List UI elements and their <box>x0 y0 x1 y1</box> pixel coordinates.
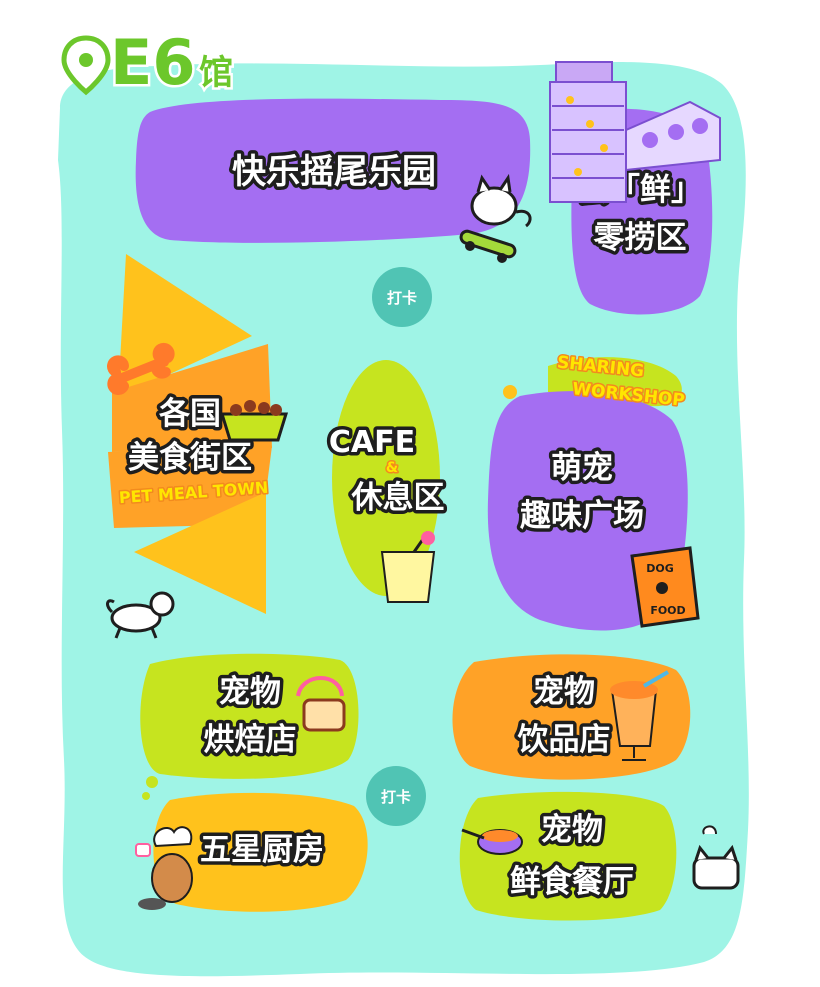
location-pin-icon <box>61 35 111 96</box>
zone-label-line2: 烘焙店 <box>204 722 297 758</box>
zone-fresh-restaurant[interactable]: 宠物 鲜食餐厅 <box>459 791 677 921</box>
chef-dog-icon <box>135 826 193 910</box>
zone-label: 五星厨房 <box>200 832 324 868</box>
zone-label-line1: CAFE <box>329 425 415 460</box>
bone-icon <box>107 342 175 395</box>
dog-food-bag-icon: DOG FOOD <box>630 546 700 628</box>
zone-happy-tail-park[interactable]: 快乐摇尾乐园 <box>135 98 531 243</box>
checkin-point[interactable]: 打卡 <box>366 766 426 826</box>
food-bowl-icon <box>219 400 289 442</box>
bag-label-line2: FOOD <box>650 604 685 617</box>
zone-label: 快乐摇尾乐园 <box>232 152 436 192</box>
zone-label-line2: 饮品店 <box>517 722 611 758</box>
pet-food-dish-icon <box>461 828 523 855</box>
vending-freezer-icon <box>549 61 721 203</box>
checkin-point[interactable]: 打卡 <box>372 267 432 327</box>
hall-code: E6 <box>110 26 196 99</box>
zone-label-line1: 萌宠 <box>551 450 613 486</box>
dog-icon <box>106 591 175 639</box>
zone-label-line1: 宠物 <box>541 812 603 848</box>
zone-label-line2: 鲜食餐厅 <box>510 864 634 900</box>
cake-icon <box>296 676 346 732</box>
decor-dot <box>142 792 150 800</box>
checkin-label: 打卡 <box>387 289 417 307</box>
zone-label-line2: 零捞区 <box>594 220 687 256</box>
zone-pet-bakery[interactable]: 宠物 烘焙店 <box>140 653 359 779</box>
bag-label-line1: DOG <box>646 562 674 575</box>
checkin-label: 打卡 <box>381 788 411 806</box>
zone-cafe[interactable]: CAFE & 休息区 <box>325 360 448 596</box>
zone-label-line2: 趣味广场 <box>520 498 644 534</box>
cat-icon <box>692 825 740 890</box>
hall-suffix: 馆 <box>199 53 233 93</box>
zone-label-line2: 美食街区 <box>128 440 252 476</box>
zone-label-line1: 各国 <box>158 396 221 432</box>
zone-label-line2: 休息区 <box>351 480 445 516</box>
decor-dot <box>146 776 158 788</box>
zone-label-line1: 宠物 <box>219 674 281 710</box>
zone-label-line1: 宠物 <box>533 674 595 710</box>
zone-pet-drinks[interactable]: 宠物 饮品店 <box>452 654 691 780</box>
zone-five-star-kitchen[interactable]: 五星厨房 <box>153 792 368 912</box>
juice-glass-icon <box>380 531 436 603</box>
zone-amp: & <box>386 460 398 476</box>
smoothie-icon <box>610 670 670 761</box>
cat-on-skateboard-icon <box>459 173 532 263</box>
